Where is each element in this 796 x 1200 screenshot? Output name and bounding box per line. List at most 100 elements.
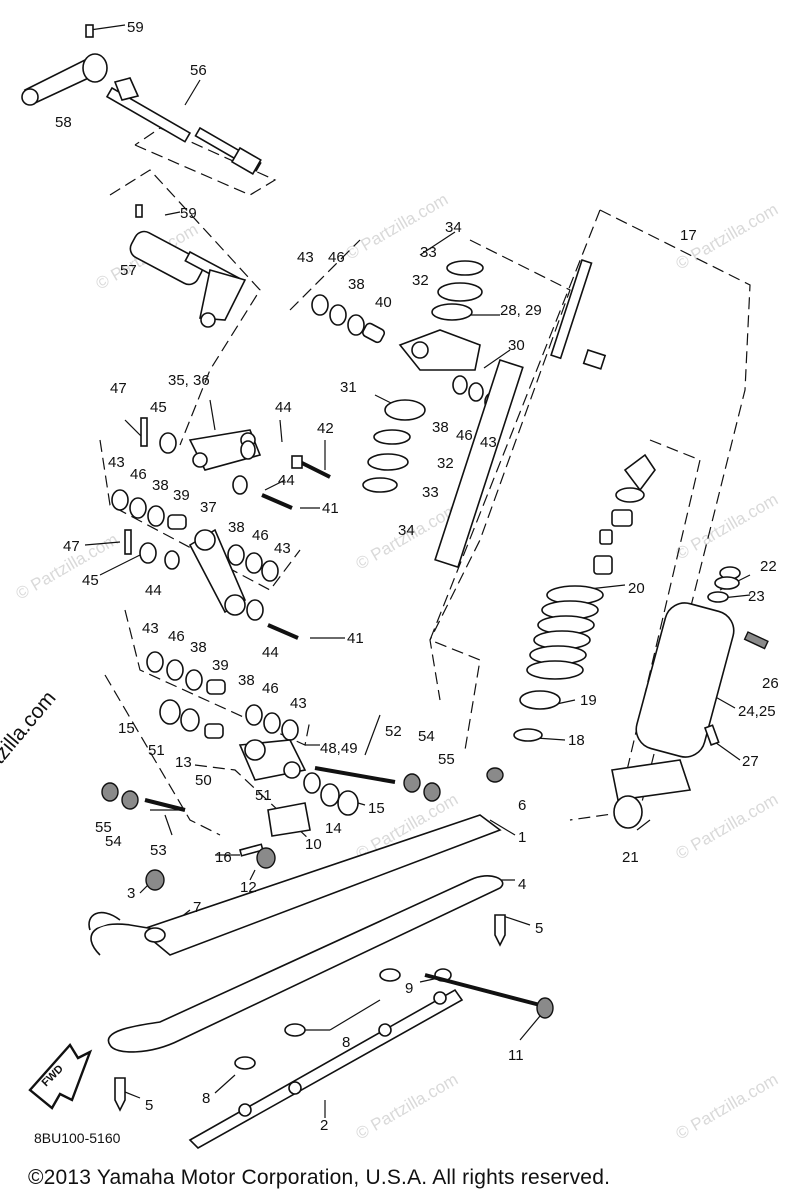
callout-8: 8 bbox=[202, 1090, 210, 1107]
nuts-54-55 bbox=[101, 773, 441, 810]
callout-15: 15 bbox=[118, 720, 135, 737]
callout-21: 21 bbox=[622, 849, 639, 866]
fwd-arrow: FWD bbox=[28, 1042, 93, 1110]
callout-19: 19 bbox=[580, 692, 597, 709]
callout-18: 18 bbox=[568, 732, 585, 749]
callout-22: 22 bbox=[760, 558, 777, 575]
copyright-notice: ©2013 Yamaha Motor Corporation, U.S.A. A… bbox=[28, 1166, 611, 1189]
callout-51: 51 bbox=[255, 787, 272, 804]
callout-5: 5 bbox=[145, 1097, 153, 1114]
callout-labels: 59 56 58 59 57 43 46 38 40 34 33 32 28, … bbox=[55, 19, 779, 1134]
part-2-skag bbox=[188, 988, 464, 1149]
callout-17: 17 bbox=[680, 227, 697, 244]
callout-38: 38 bbox=[238, 672, 255, 689]
callout-43: 43 bbox=[290, 695, 307, 712]
callout-38: 38 bbox=[228, 519, 245, 536]
callout-46: 46 bbox=[262, 680, 279, 697]
callout-38: 38 bbox=[432, 419, 449, 436]
diagram-code: 8BU100-5160 bbox=[34, 1130, 121, 1146]
callout-38: 38 bbox=[152, 477, 169, 494]
part-51-15-bushings bbox=[303, 772, 359, 816]
part-3-nut bbox=[145, 869, 165, 891]
callout-46: 46 bbox=[252, 527, 269, 544]
part-52-bolt bbox=[314, 766, 396, 784]
callout-24-25: 24,25 bbox=[738, 703, 776, 720]
callout-13: 13 bbox=[175, 754, 192, 771]
callout-6: 6 bbox=[518, 797, 526, 814]
callout-31: 31 bbox=[340, 379, 357, 396]
callout-47: 47 bbox=[110, 380, 127, 397]
part-47-cotter-pin bbox=[124, 417, 148, 555]
callout-34: 34 bbox=[398, 522, 415, 539]
callout-15: 15 bbox=[368, 800, 385, 817]
callout-54: 54 bbox=[418, 728, 435, 745]
callout-8: 8 bbox=[342, 1034, 350, 1051]
callout-27: 27 bbox=[742, 753, 759, 770]
watermark-text: © Partzilla.com bbox=[353, 1070, 462, 1144]
group-outlines bbox=[99, 127, 751, 841]
part-17-strut-tube bbox=[434, 258, 607, 569]
callout-26: 26 bbox=[762, 675, 779, 692]
part-4-ski bbox=[107, 875, 504, 1053]
callout-20: 20 bbox=[628, 580, 645, 597]
callout-59: 59 bbox=[127, 19, 144, 36]
callout-43: 43 bbox=[274, 540, 291, 557]
part-24-25-shock-body bbox=[611, 602, 735, 801]
callout-32: 32 bbox=[412, 272, 429, 289]
callout-4: 4 bbox=[518, 876, 526, 893]
callout-33: 33 bbox=[420, 244, 437, 261]
part-42-bolt bbox=[291, 455, 331, 479]
part-1-ski-saddle bbox=[88, 814, 502, 956]
callout-46: 46 bbox=[456, 427, 473, 444]
part-16-pin bbox=[239, 843, 264, 857]
callout-14: 14 bbox=[325, 820, 342, 837]
callout-23: 23 bbox=[748, 588, 765, 605]
callout-40: 40 bbox=[375, 294, 392, 311]
callout-41: 41 bbox=[347, 630, 364, 647]
callout-44: 44 bbox=[275, 399, 292, 416]
part-12-nut bbox=[256, 847, 276, 869]
callout-51: 51 bbox=[148, 742, 165, 759]
callout-34: 34 bbox=[445, 219, 462, 236]
callout-7: 7 bbox=[193, 899, 201, 916]
part-37-link-arm bbox=[188, 528, 247, 616]
callout-10: 10 bbox=[305, 836, 322, 853]
callout-42: 42 bbox=[317, 420, 334, 437]
callout-43: 43 bbox=[297, 249, 314, 266]
part-57-steering-column bbox=[129, 204, 247, 328]
callout-39: 39 bbox=[173, 487, 190, 504]
callout-44: 44 bbox=[145, 582, 162, 599]
callout-52: 52 bbox=[385, 723, 402, 740]
callout-11: 11 bbox=[508, 1047, 524, 1064]
callout-28-29: 28, 29 bbox=[500, 302, 542, 319]
callout-55: 55 bbox=[438, 751, 455, 768]
part-59-set-screw bbox=[85, 24, 94, 38]
callout-37: 37 bbox=[200, 499, 217, 516]
callout-46: 46 bbox=[168, 628, 185, 645]
part-48-49-knuckle bbox=[238, 739, 307, 781]
part-58-steering-arm bbox=[21, 53, 108, 106]
shock-absorber-group bbox=[486, 453, 769, 829]
callout-46: 46 bbox=[130, 466, 147, 483]
callout-43: 43 bbox=[480, 434, 497, 451]
part-56-steering-shaft bbox=[105, 77, 262, 175]
part-20-spring bbox=[526, 585, 604, 680]
ski-assembly bbox=[88, 814, 554, 1149]
callout-5: 5 bbox=[535, 920, 543, 937]
callout-38: 38 bbox=[190, 639, 207, 656]
part-40-collar bbox=[362, 322, 386, 344]
callout-46: 46 bbox=[328, 249, 345, 266]
callout-58: 58 bbox=[55, 114, 72, 131]
callout-1: 1 bbox=[518, 829, 526, 846]
watermark-text: © Partzilla.com bbox=[673, 490, 782, 564]
callout-55: 55 bbox=[95, 819, 112, 836]
callout-9: 9 bbox=[405, 980, 413, 997]
part-7-washer bbox=[144, 927, 166, 943]
callout-45: 45 bbox=[150, 399, 167, 416]
callout-43: 43 bbox=[142, 620, 159, 637]
callout-48-49: 48,49 bbox=[320, 740, 358, 757]
callout-45: 45 bbox=[82, 572, 99, 589]
callout-56: 56 bbox=[190, 62, 207, 79]
callout-30: 30 bbox=[508, 337, 525, 354]
